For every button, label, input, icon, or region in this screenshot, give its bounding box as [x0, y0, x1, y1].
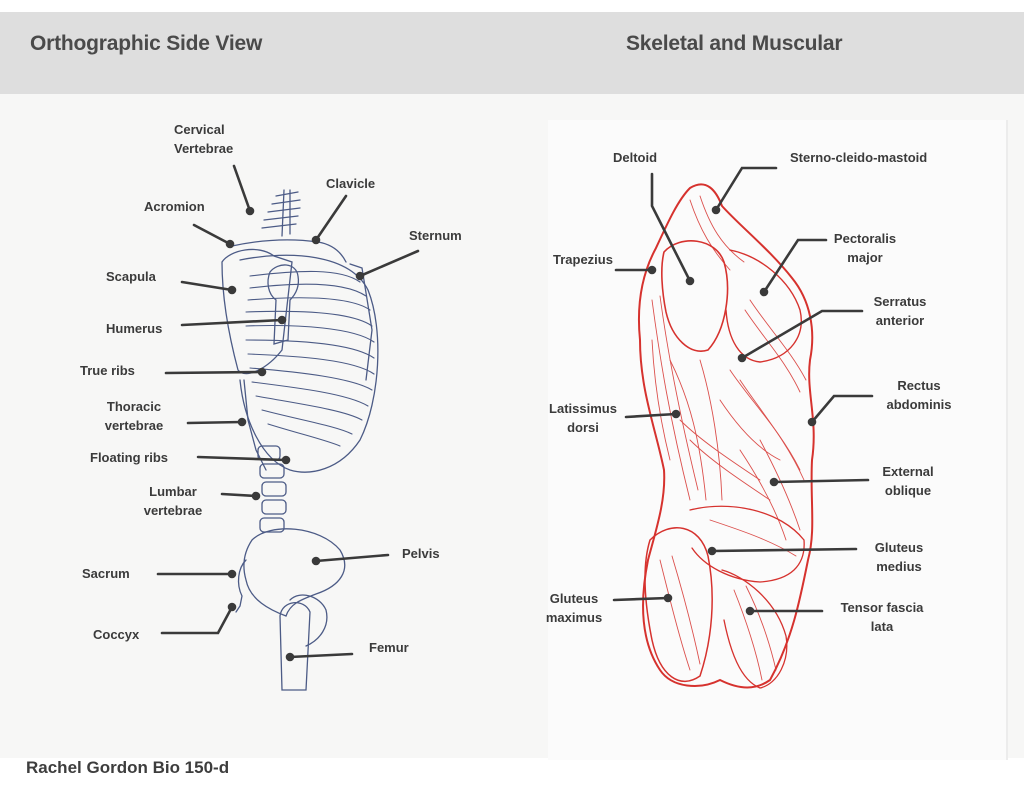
muscle-drawing	[637, 183, 815, 689]
label-pelvis: Pelvis	[402, 546, 440, 561]
label-sacrum: Sacrum	[82, 566, 130, 581]
tensor-fascia-lata-muscle	[721, 569, 788, 689]
muscle-fibers	[651, 195, 807, 541]
cervical-vertebrae-drawing	[261, 189, 301, 237]
header-banner: Orthographic Side View Skeletal and Musc…	[0, 12, 1024, 94]
gluteus-medius-muscle	[689, 505, 805, 583]
label-trapezius: Trapezius	[553, 252, 613, 267]
spine-drawing	[243, 379, 287, 533]
leader-lines	[156, 164, 874, 662]
deltoid-muscle	[661, 240, 729, 352]
author-credit: Rachel Gordon Bio 150-d	[26, 758, 230, 777]
label-sternum: Sternum	[409, 228, 462, 243]
humerus-drawing	[267, 264, 300, 345]
label-rectus-abdominis: Rectus abdominis	[886, 378, 952, 412]
label-scapula: Scapula	[106, 269, 156, 284]
label-floating-ribs: Floating ribs	[90, 450, 168, 465]
label-clavicle: Clavicle	[326, 176, 376, 191]
label-serratus-anterior: Serratus anterior	[873, 294, 927, 328]
label-acromion: Acromion	[144, 199, 205, 214]
label-coccyx: Coccyx	[93, 627, 140, 642]
label-true-ribs: True ribs	[80, 363, 135, 378]
label-lumbar-vertebrae: Lumbar vertebrae	[143, 484, 203, 518]
ribcage-drawing	[239, 254, 379, 473]
label-thoracic-vertebrae: Thoracic vertebrae	[104, 399, 164, 433]
muscle-silhouette	[637, 183, 815, 689]
femur-drawing	[279, 602, 311, 691]
label-cervical-vertebrae: Cervical Vertebrae	[174, 122, 234, 156]
title-left: Orthographic Side View	[30, 32, 263, 55]
label-gluteus-maximus: Gluteus maximus	[545, 591, 603, 625]
ribs-drawing	[245, 270, 375, 447]
label-tensor-fascia-lata: Tensor fascia lata	[840, 600, 924, 634]
label-sterno-cleido-mastoid: Sterno-cleido-mastoid	[790, 150, 928, 165]
sacrum-drawing	[235, 559, 247, 613]
label-gluteus-medius: Gluteus medius	[874, 540, 924, 574]
sternum-drawing	[349, 263, 373, 381]
label-pectoralis-major: Pectoralis major	[833, 231, 897, 265]
title-right: Skeletal and Muscular	[626, 32, 843, 55]
label-external-oblique: External oblique	[882, 464, 934, 498]
label-humerus: Humerus	[106, 321, 163, 336]
muscle-sheet	[548, 120, 1008, 760]
label-deltoid: Deltoid	[613, 150, 658, 165]
gluteus-maximus-muscle	[644, 527, 713, 682]
pelvis-drawing	[243, 528, 346, 617]
label-latissimus-dorsi: Latissimus dorsi	[549, 401, 617, 435]
label-femur: Femur	[369, 640, 409, 655]
skeleton-drawing	[221, 189, 379, 691]
pectoralis-muscle	[725, 249, 802, 363]
